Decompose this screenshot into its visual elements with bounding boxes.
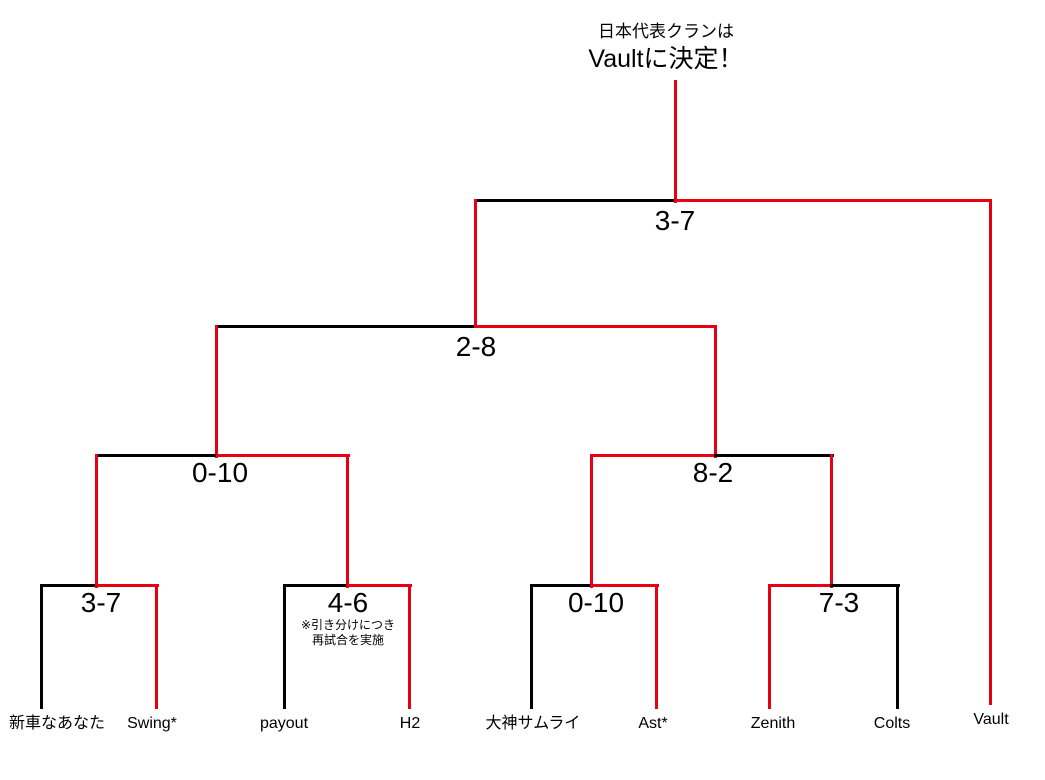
- round2-left-line-winner-half: [216, 454, 350, 457]
- champion-connector-line: [674, 80, 677, 203]
- match2-line-left-half: [283, 584, 349, 587]
- match2-score: 4-6: [327, 587, 369, 618]
- match1-line-winner-half: [95, 584, 159, 587]
- team-line-swing: [155, 584, 158, 709]
- team-line-h2: [408, 584, 411, 709]
- round3-score: 2-8: [455, 331, 497, 362]
- team-label-h2: H2: [399, 715, 421, 732]
- match4-line-winner-half: [768, 584, 833, 587]
- match4-score: 7-3: [818, 587, 860, 618]
- match1-score: 3-7: [80, 587, 122, 618]
- round3-left-feed-line: [215, 325, 218, 458]
- team-label-swing: Swing*: [127, 715, 177, 732]
- team-line-payout: [283, 584, 286, 709]
- round2-left-score: 0-10: [191, 457, 249, 488]
- team-label-vault: Vault: [973, 711, 1009, 728]
- final-score: 3-7: [654, 205, 696, 236]
- match3-score: 0-10: [567, 587, 625, 618]
- team-label-colts: Colts: [873, 715, 911, 732]
- match3-line-winner-half: [590, 584, 659, 587]
- match2-line-winner-half: [346, 584, 412, 587]
- round3-line-left-half: [215, 325, 476, 328]
- team-line-colts: [896, 584, 899, 709]
- title-line1: 日本代表クランは: [597, 22, 734, 41]
- match1-line-left-half: [40, 584, 97, 587]
- team-line-ogami: [530, 584, 533, 709]
- round2-left-feed-line-b: [346, 454, 349, 588]
- round2-left-line-left-half: [95, 454, 218, 457]
- round2-left-feed-line-a: [95, 454, 98, 588]
- final-left-feed-line: [474, 199, 477, 328]
- match4-line-right-half: [830, 584, 900, 587]
- final-line-left-half: [474, 199, 675, 202]
- rematch-note: ※引き分けにつき 再試合を実施: [301, 618, 395, 648]
- team-label-shinsha: 新車なあなた: [8, 715, 106, 732]
- round2-right-feed-line-a: [590, 454, 593, 588]
- rematch-note-line2: 再試合を実施: [311, 633, 384, 647]
- team-line-ast: [655, 584, 658, 709]
- round2-right-feed-line-b: [830, 454, 833, 588]
- rematch-note-line1: ※引き分けにつき: [300, 618, 396, 632]
- round2-right-line-right-half: [714, 454, 834, 457]
- match3-line-left-half: [530, 584, 593, 587]
- round3-line-winner-half: [474, 325, 717, 328]
- vault-advance-line: [989, 199, 992, 705]
- team-line-shinsha: [40, 584, 43, 709]
- team-label-zenith: Zenith: [750, 715, 796, 732]
- title-line2: Vaultに決定！: [588, 45, 744, 73]
- team-label-payout: payout: [259, 715, 309, 732]
- team-label-ogami: 大神サムライ: [485, 715, 581, 732]
- team-label-ast: Ast*: [638, 715, 668, 732]
- round2-right-score: 8-2: [692, 457, 734, 488]
- round3-right-feed-line: [714, 325, 717, 458]
- title-block: 日本代表クランは Vaultに決定！: [588, 20, 743, 74]
- final-line-winner-half: [674, 199, 992, 202]
- round2-right-line-winner-half: [590, 454, 716, 457]
- team-line-zenith: [768, 584, 771, 709]
